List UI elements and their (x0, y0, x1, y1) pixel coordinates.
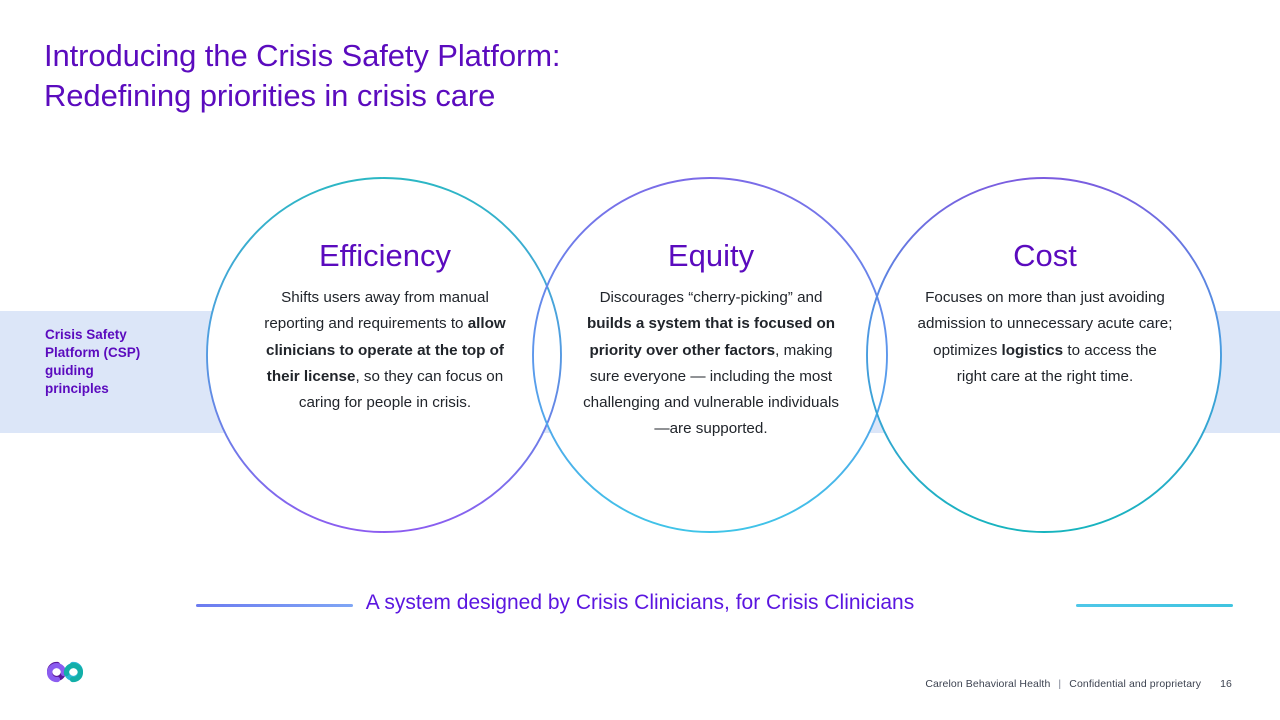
venn-body-cost: Focuses on more than just avoiding admis… (917, 289, 1173, 385)
footer: Carelon Behavioral Health | Confidential… (925, 678, 1232, 690)
tagline: A system designed by Crisis Clinicians, … (365, 591, 915, 614)
venn-heading-efficiency: Efficiency (318, 238, 452, 273)
page-title: Introducing the Crisis Safety Platform: … (44, 38, 561, 114)
venn-content-cost: Cost Focuses on more than just avoiding … (917, 240, 1173, 390)
tagline-rule-right (1076, 604, 1233, 607)
venn-heading-cost: Cost (1013, 238, 1077, 273)
venn-content-equity: Equity Discourages “cherry-picking” and … (583, 240, 839, 443)
footer-separator: | (1058, 678, 1062, 690)
page-number: 16 (1220, 678, 1232, 690)
band-caption: Crisis Safety Platform (CSP) guiding pri… (45, 327, 141, 396)
venn-body-efficiency: Shifts users away from manual reporting … (264, 289, 506, 412)
footer-brand: Carelon Behavioral Health (925, 678, 1051, 690)
carelon-logo (40, 651, 90, 693)
tagline-rule-left (196, 604, 353, 607)
venn-body-equity: Discourages “cherry-picking” and builds … (583, 289, 839, 438)
venn-content-efficiency: Efficiency Shifts users away from manual… (257, 240, 513, 416)
footer-notice: Confidential and proprietary (1069, 678, 1202, 690)
venn-heading-equity: Equity (667, 238, 755, 273)
